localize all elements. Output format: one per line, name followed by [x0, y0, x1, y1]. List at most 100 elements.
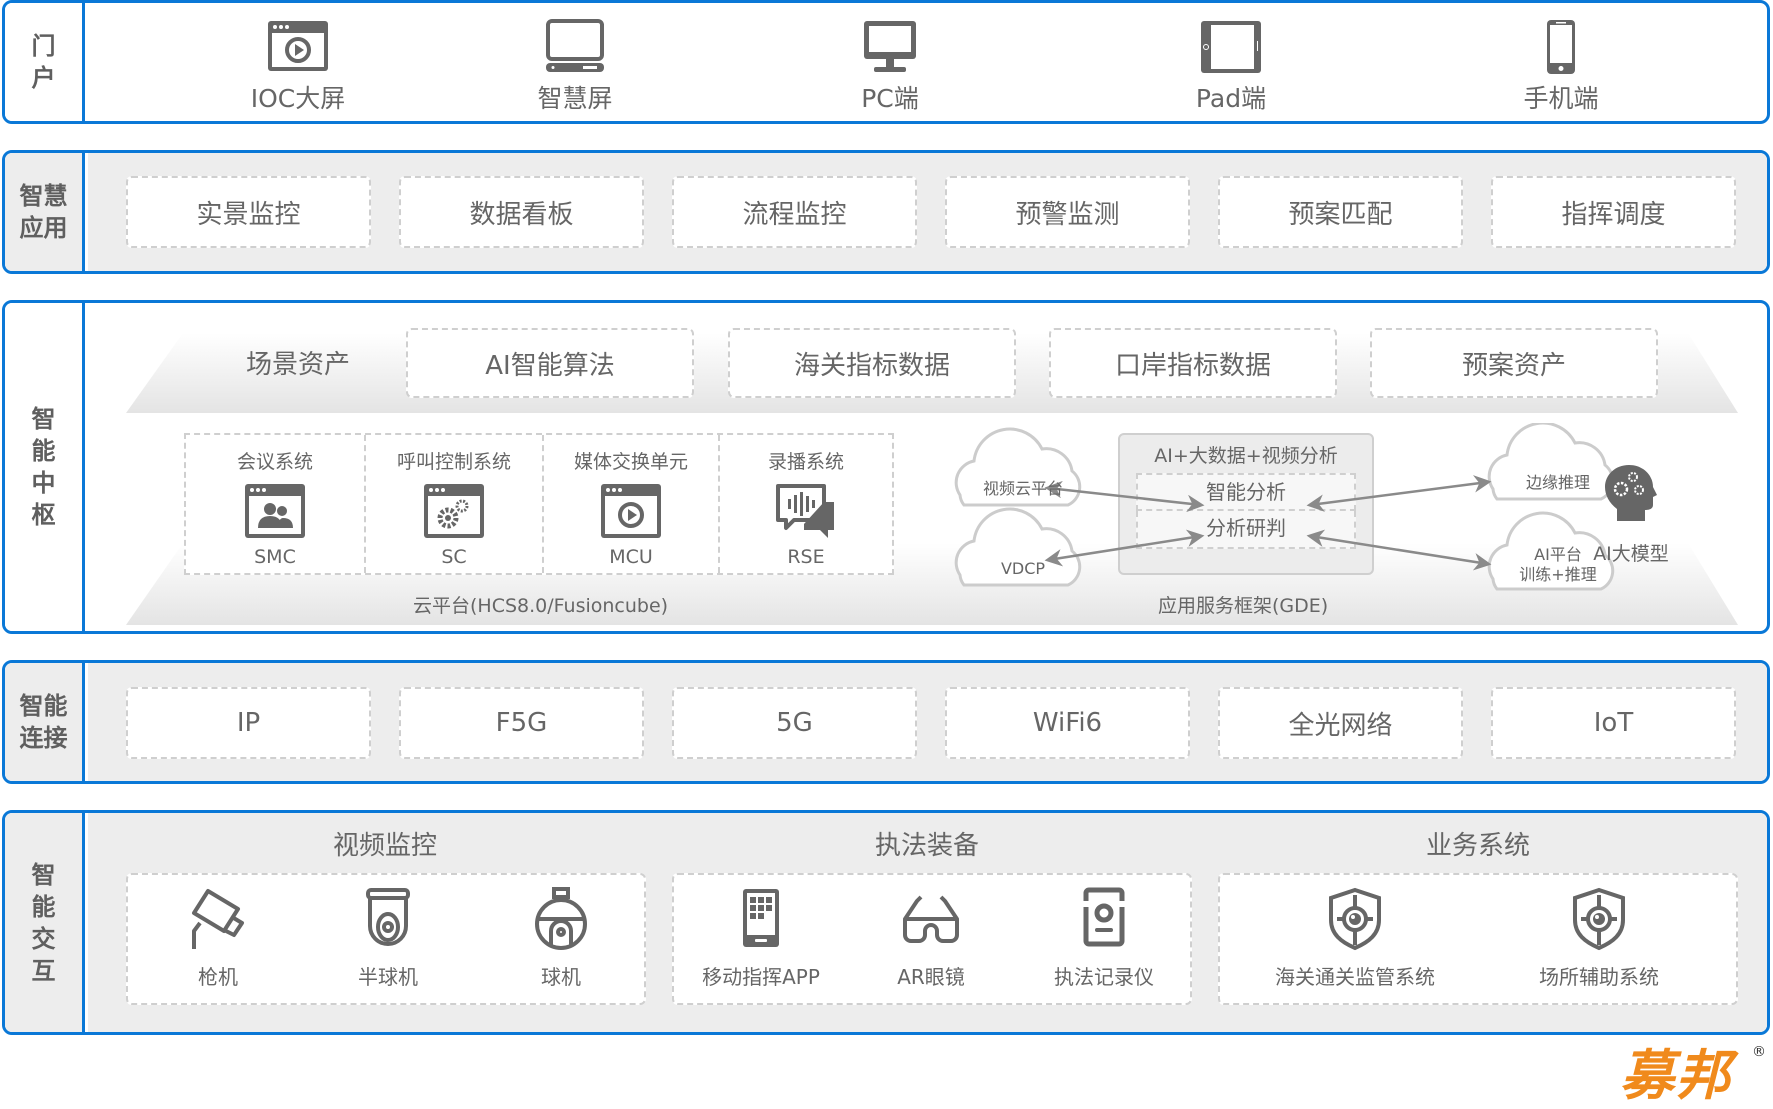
system-name: 录播系统 — [767, 451, 844, 473]
group-business-systems: 海关通关监管系统 场所辅助系统 — [1218, 873, 1738, 1005]
system-code: SMC — [254, 546, 296, 568]
conn-item[interactable]: IoT — [1491, 687, 1736, 759]
portal-item-pad[interactable]: Pad端 — [1151, 19, 1311, 115]
system-code: RSE — [787, 546, 825, 568]
system-name: 呼叫控制系统 — [396, 451, 511, 473]
portal-item-label: 智慧屏 — [537, 84, 613, 113]
ai-model[interactable]: AI大模型 — [1566, 463, 1696, 566]
device-ptz-camera[interactable]: 球机 — [461, 887, 661, 990]
portal-side: 门户 — [5, 3, 85, 121]
device-label: 海关通关监管系统 — [1275, 965, 1435, 989]
cloud-label: 视频云平台 — [982, 479, 1063, 498]
interact-side: 智能交互 — [5, 813, 85, 1032]
cloud-ai-platform-shape — [1487, 511, 1615, 591]
apps-label: 智慧应用 — [19, 182, 68, 242]
app-item[interactable]: 预警监测 — [945, 176, 1190, 248]
cloud-platform-caption: 云平台(HCS8.0/Fusioncube) — [413, 595, 669, 617]
conn-side: 智能连接 — [5, 663, 85, 781]
cloud-label-line2: 训练+推理 — [1519, 565, 1597, 584]
conn-item[interactable]: WiFi6 — [945, 687, 1190, 759]
cloud-label: VDCP — [1000, 559, 1046, 578]
device-label: 枪机 — [198, 965, 238, 989]
portal-item-smart-screen[interactable]: 智慧屏 — [495, 19, 655, 115]
shield-eye-icon — [1573, 887, 1625, 951]
monitor-icon — [546, 19, 604, 72]
system-rse[interactable]: 录播系统 RSE — [718, 435, 892, 573]
conn-label: 智能连接 — [19, 692, 68, 752]
portal-item-label: 手机端 — [1523, 84, 1599, 113]
device-body-camera[interactable]: 执法记录仪 — [1004, 887, 1204, 990]
ptz-camera-icon — [535, 887, 587, 950]
interact-body: 视频监控 执法装备 业务系统 枪机 — [88, 813, 1767, 1032]
hub-side: 智能中枢 — [5, 303, 85, 631]
chat-audio-icon — [776, 484, 834, 538]
apps-side: 智慧应用 — [5, 153, 85, 271]
asset-item[interactable]: 口岸指标数据 — [1049, 328, 1337, 398]
group-law-enforcement: 移动指挥APP AR眼镜 — [672, 873, 1192, 1005]
conn-item[interactable]: IP — [126, 687, 371, 759]
system-smc[interactable]: 会议系统 SMC — [186, 435, 364, 573]
device-mobile-app[interactable]: 移动指挥APP — [661, 887, 861, 990]
system-name: 会议系统 — [236, 451, 313, 473]
app-item[interactable]: 指挥调度 — [1491, 176, 1736, 248]
asset-item[interactable]: 预案资产 — [1370, 328, 1658, 398]
portal-item-pc[interactable]: PC端 — [810, 19, 970, 115]
cloud-label-line1: AI平台 — [1534, 545, 1582, 564]
device-label: AR眼镜 — [897, 965, 965, 989]
ai-bigdata-panel: AI+大数据+视频分析 智能分析 分析研判 — [1118, 433, 1374, 575]
gears-window-icon — [424, 484, 484, 538]
conn-body: IP F5G 5G WiFi6 全光网络 IoT — [88, 663, 1767, 781]
tablet-icon — [1201, 21, 1261, 73]
device-label: 执法记录仪 — [1054, 965, 1154, 989]
system-sc[interactable]: 呼叫控制系统 SC — [364, 435, 542, 573]
ar-glasses-icon — [903, 895, 959, 943]
asset-scene[interactable]: 场景资产 — [246, 350, 351, 380]
device-label: 场所辅助系统 — [1539, 965, 1659, 989]
portal-item-label: PC端 — [861, 84, 919, 113]
portal-label: 门户 — [31, 32, 56, 92]
portal-item-label: IOC大屏 — [250, 84, 346, 113]
ai-row-judgement[interactable]: 分析研判 — [1136, 511, 1356, 549]
group-title: 视频监控 — [332, 831, 437, 861]
app-item[interactable]: 数据看板 — [399, 176, 644, 248]
device-venue-assist-system[interactable]: 场所辅助系统 — [1499, 887, 1699, 990]
device-label: 移动指挥APP — [702, 965, 820, 989]
conn-item[interactable]: 5G — [672, 687, 917, 759]
registered-mark: ® — [1752, 1044, 1766, 1060]
portal-item-ioc[interactable]: IOC大屏 — [218, 19, 378, 115]
pc-icon — [864, 21, 916, 72]
app-item[interactable]: 实景监控 — [126, 176, 371, 248]
asset-item[interactable]: AI智能算法 — [406, 328, 694, 398]
app-item[interactable]: 流程监控 — [672, 176, 917, 248]
interact-label: 智能交互 — [31, 860, 56, 985]
body-camera-icon — [1083, 887, 1125, 947]
users-window-icon — [245, 484, 305, 538]
ai-row-smart-analysis[interactable]: 智能分析 — [1136, 473, 1356, 511]
portal-layer: 门户 IOC大屏 智慧屏 — [2, 0, 1770, 124]
phone-icon — [1547, 20, 1575, 74]
shield-eye-icon — [1329, 887, 1381, 951]
logo-text: 募邦 — [1620, 1043, 1732, 1107]
communication-systems: 会议系统 SMC 呼叫控制系统 — [184, 433, 894, 575]
dome-camera-icon — [366, 888, 410, 946]
gde-caption: 应用服务框架(GDE) — [1158, 595, 1329, 617]
device-dome-camera[interactable]: 半球机 — [288, 887, 488, 990]
device-bullet-camera[interactable]: 枪机 — [118, 887, 318, 990]
smart-hub-layer: 智能中枢 场景资产 AI智能算法 海关指标数据 口岸指标数据 预案资产 会议系统 — [2, 300, 1770, 634]
portal-item-mobile[interactable]: 手机端 — [1481, 19, 1641, 115]
group-title: 业务系统 — [1425, 831, 1530, 861]
mobile-app-icon — [743, 889, 779, 947]
conn-item[interactable]: F5G — [399, 687, 644, 759]
app-item[interactable]: 预案匹配 — [1218, 176, 1463, 248]
system-mcu[interactable]: 媒体交换单元 MCU — [542, 435, 718, 573]
system-code: MCU — [609, 546, 653, 568]
cloud-label: 边缘推理 — [1525, 473, 1590, 492]
asset-item[interactable]: 海关指标数据 — [728, 328, 1016, 398]
device-ar-glasses[interactable]: AR眼镜 — [831, 887, 1031, 990]
play-window-icon — [601, 484, 661, 538]
device-customs-clearance-system[interactable]: 海关通关监管系统 — [1255, 887, 1455, 990]
portal-body: IOC大屏 智慧屏 PC端 — [88, 3, 1767, 121]
device-label: 半球机 — [358, 965, 418, 989]
brand-logo: 募邦 ® — [1620, 1042, 1766, 1108]
conn-item[interactable]: 全光网络 — [1218, 687, 1463, 759]
